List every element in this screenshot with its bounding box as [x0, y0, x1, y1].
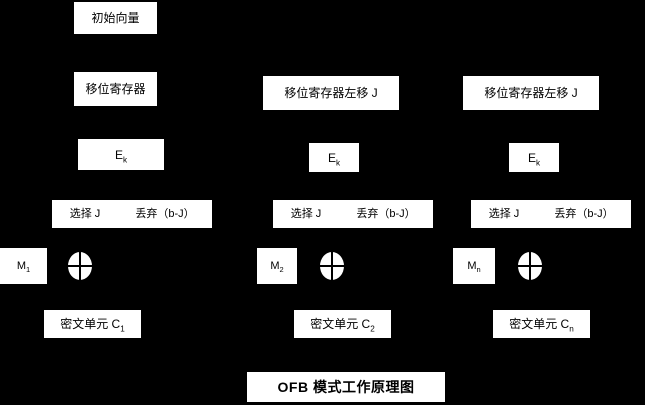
plaintext-sub-3: n: [476, 264, 481, 274]
select-box-3: 选择 J: [471, 200, 537, 228]
plaintext-box-2: M2: [257, 248, 297, 284]
encrypt-box-2: Ek: [309, 143, 359, 172]
discard-label-1: 丢弃（b-J）: [135, 207, 195, 220]
ciphertext-sub-1: 1: [120, 324, 125, 334]
shift-register-label-1: 移位寄存器: [85, 82, 146, 96]
shift-register-label-2: 移位寄存器左移 J: [284, 86, 378, 100]
ciphertext-box-3: 密文单元 Cn: [493, 310, 590, 338]
ciphertext-label-1: 密文单元 C1: [60, 317, 125, 334]
ciphertext-sub-2: 2: [370, 324, 375, 334]
ciphertext-sub-3: n: [569, 324, 574, 334]
discard-box-1: 丢弃（b-J）: [118, 200, 212, 228]
select-label-2: 选择 J: [290, 207, 322, 220]
select-label-3: 选择 J: [488, 207, 520, 220]
discard-label-3: 丢弃（b-J）: [554, 207, 614, 220]
ciphertext-box-1: 密文单元 C1: [44, 310, 141, 338]
encrypt-label-3: Ek: [527, 150, 541, 167]
ciphertext-label-3: 密文单元 Cn: [509, 317, 574, 334]
initial-vector-box: 初始向量: [74, 2, 157, 34]
plaintext-label-3: Mn: [467, 259, 481, 274]
encrypt-label-1: Ek: [114, 147, 128, 164]
plaintext-label-2: M2: [270, 259, 284, 274]
select-box-2: 选择 J: [273, 200, 339, 228]
plaintext-box-3: Mn: [453, 248, 495, 284]
plaintext-box-1: M1: [0, 248, 47, 284]
diagram-title-label: OFB 模式工作原理图: [277, 379, 415, 395]
diagram-title-box: OFB 模式工作原理图: [247, 372, 445, 402]
ciphertext-label-2: 密文单元 C2: [310, 317, 375, 334]
discard-box-3: 丢弃（b-J）: [537, 200, 631, 228]
xor-icon-1: [68, 252, 92, 280]
plaintext-label-1: M1: [16, 259, 31, 274]
encrypt-box-1: Ek: [78, 139, 164, 170]
ciphertext-box-2: 密文单元 C2: [294, 310, 391, 338]
plaintext-sub-2: 2: [279, 264, 284, 274]
encrypt-sub-2: k: [335, 157, 341, 167]
discard-box-2: 丢弃（b-J）: [339, 200, 433, 228]
initial-vector-label: 初始向量: [91, 11, 140, 25]
shift-register-box-2: 移位寄存器左移 J: [263, 76, 399, 110]
shift-register-box-3: 移位寄存器左移 J: [463, 76, 599, 110]
plaintext-sub-1: 1: [26, 264, 31, 274]
xor-icon-2: [320, 252, 344, 280]
shift-register-label-3: 移位寄存器左移 J: [484, 86, 578, 100]
encrypt-box-3: Ek: [509, 143, 559, 172]
encrypt-sub-1: k: [122, 154, 128, 164]
encrypt-sub-3: k: [535, 157, 541, 167]
encrypt-label-2: Ek: [327, 150, 341, 167]
shift-register-box-1: 移位寄存器: [74, 72, 157, 106]
discard-label-2: 丢弃（b-J）: [356, 207, 416, 220]
select-label-1: 选择 J: [69, 207, 101, 220]
xor-icon-3: [518, 252, 542, 280]
select-box-1: 选择 J: [52, 200, 118, 228]
